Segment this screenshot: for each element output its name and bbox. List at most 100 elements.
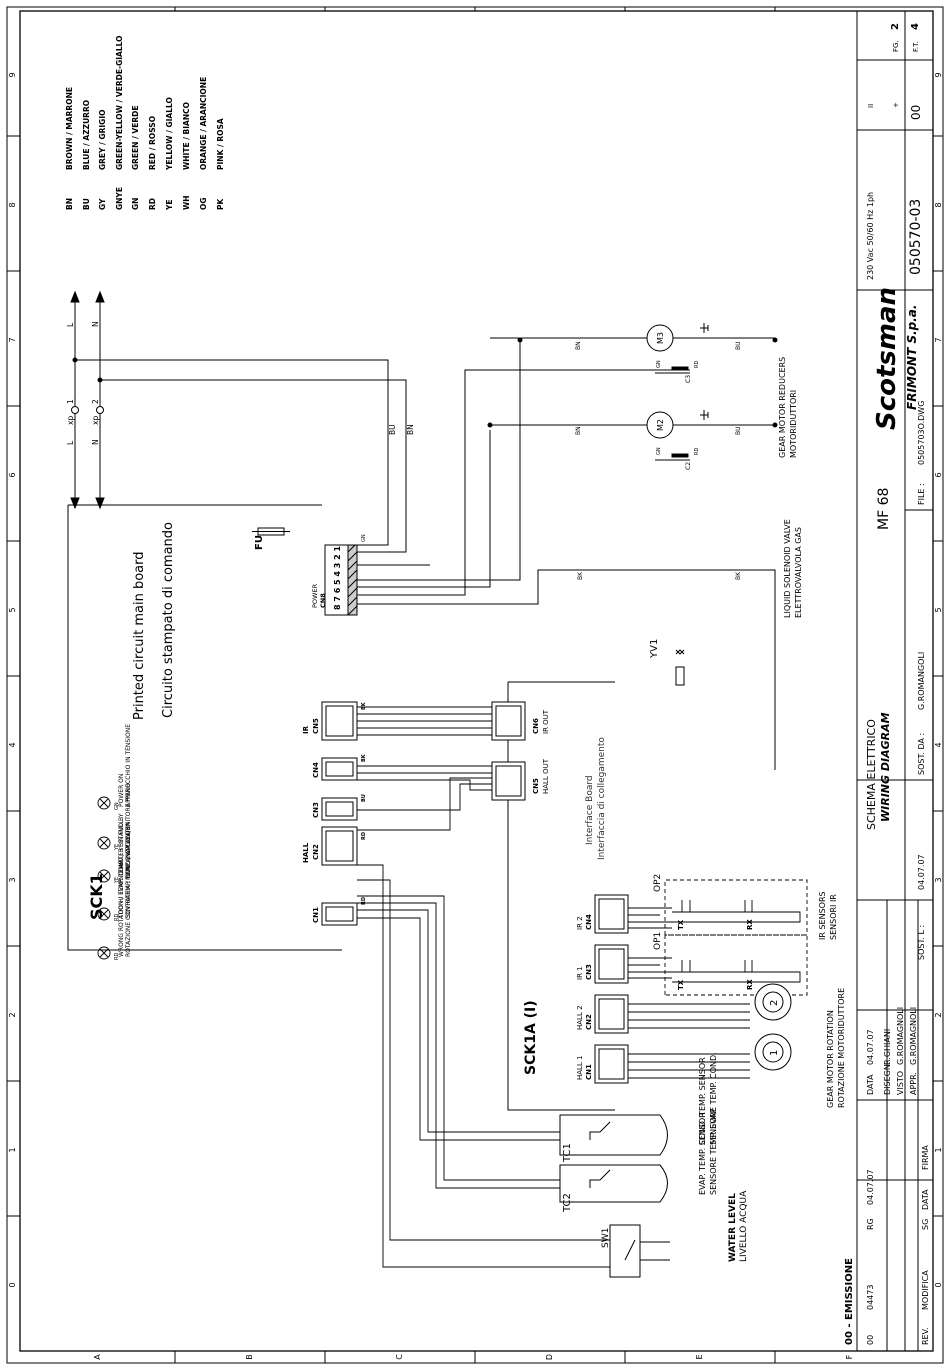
legend-code: YE bbox=[165, 199, 174, 211]
row-letter: F bbox=[845, 1354, 854, 1359]
led-text-en: WRONG ROTATION / EVAP. TEMP. bbox=[118, 859, 125, 957]
wire-code: RD bbox=[361, 832, 367, 840]
interface-board-ref: SCK1A (I) bbox=[523, 1000, 539, 1075]
frame-column-numbers: 0 1 2 3 4 5 6 7 8 9 0 1 2 3 4 5 6 7 8 9 bbox=[8, 72, 943, 1287]
title-it: SCHEMA ELETTRICO bbox=[865, 719, 878, 830]
cn3-if-label: IR 1 bbox=[576, 966, 584, 980]
col-number: 1 bbox=[934, 1147, 943, 1152]
xp-label: xp bbox=[66, 416, 75, 425]
gn-label: GN bbox=[656, 360, 662, 368]
cn5-if-label: HALL OUT bbox=[542, 758, 550, 794]
gear-rotation-title-it: ROTAZIONE MOTORIDUTTORE bbox=[837, 988, 846, 1108]
sost-da-label: SOST. DA : bbox=[917, 733, 926, 775]
tc2-label: TC2 bbox=[562, 1193, 573, 1213]
cn5-if: CN5 bbox=[532, 778, 540, 794]
sost-da-value: G.ROMANGOLI bbox=[917, 652, 926, 710]
firma-label: FIRMA bbox=[921, 1145, 930, 1170]
sensor-cables bbox=[628, 907, 750, 1079]
legend-text: PINK / ROSA bbox=[216, 118, 225, 170]
led-text-it: CONTENITORE PIENO bbox=[125, 783, 132, 847]
legend-text: GREEN / VERDE bbox=[131, 106, 140, 170]
fg-value: 2 bbox=[890, 23, 901, 30]
bu-label: BU bbox=[735, 426, 742, 435]
fg-label: FG. bbox=[892, 40, 900, 52]
supply-spec: 230 Vac 50/60 Hz 1ph bbox=[866, 192, 875, 280]
supply-L-right: L bbox=[66, 322, 75, 327]
cn8-wire: GN bbox=[361, 534, 367, 542]
op1-label: OP1 bbox=[653, 932, 663, 950]
cn3-main: CN3 bbox=[312, 802, 320, 818]
led-text-it: MANCANZA ACQUA bbox=[125, 821, 132, 880]
terminal-1: 1 bbox=[66, 399, 75, 404]
legend-text: ORANGE / ARANCIONE bbox=[199, 77, 208, 170]
temp-sensor-labels: TC1 TC2 COND. TEMP. SENSOR SENSORE TEMP.… bbox=[562, 1052, 718, 1213]
col-number: 3 bbox=[8, 877, 17, 882]
rx-label: RX bbox=[746, 979, 754, 990]
cn1-main: CN1 bbox=[312, 907, 320, 923]
interface-title-it: Interfaccia di collegamento bbox=[597, 737, 607, 860]
frame-grid-ticks bbox=[7, 7, 943, 1363]
led-code: YE bbox=[114, 844, 120, 851]
small-ii: II bbox=[867, 104, 875, 108]
supply-L: L bbox=[66, 440, 75, 445]
col-number: 1 bbox=[8, 1147, 17, 1152]
legend-code: OG bbox=[199, 197, 208, 210]
col-number: 6 bbox=[934, 472, 943, 477]
cn1-if: CN1 bbox=[585, 1064, 593, 1080]
interface-connector-labels: CN6 IR OUT CN5 HALL OUT IR 2 CN4 IR 1 CN… bbox=[532, 709, 593, 1080]
cn2-if-label: HALL 2 bbox=[576, 1005, 584, 1030]
visto-value: G.ROMAGNOLI bbox=[896, 1007, 905, 1065]
rev-date: 04.07.07 bbox=[866, 1169, 875, 1205]
tc1-it: SENSORE TEMP. COND. bbox=[709, 1052, 718, 1145]
sg-label: SG bbox=[921, 1219, 930, 1230]
company-logo: Scotsman bbox=[872, 287, 902, 430]
main-board-title-it: Circuito stampato di comando bbox=[161, 522, 176, 718]
wire-bn: BN bbox=[406, 424, 415, 435]
gear-motors bbox=[646, 323, 709, 461]
tc1-en: COND. TEMP. SENSOR bbox=[698, 1057, 707, 1145]
bu-label: BU bbox=[735, 341, 742, 350]
row-letter: D bbox=[545, 1354, 554, 1360]
col-number: 4 bbox=[934, 742, 943, 747]
interface-connectors bbox=[491, 701, 629, 1084]
wire-code: BK bbox=[361, 753, 367, 762]
legend-text: WHITE / BIANCO bbox=[182, 102, 191, 170]
main-connectors bbox=[321, 701, 358, 926]
valve-bk: BK bbox=[735, 571, 742, 580]
c2-label: C2 bbox=[685, 462, 692, 470]
rotation-sensor-1: 1 bbox=[769, 1050, 780, 1056]
led-text-it: SOVRATEMP. COND./ ATTESA 3° bbox=[125, 824, 132, 919]
rev-no-box: 00 bbox=[909, 105, 923, 120]
cn8-label: POWER bbox=[311, 583, 319, 608]
wire-code: RD bbox=[361, 897, 367, 905]
gear-rotation-title-en: GEAR MOTOR ROTATION bbox=[826, 1010, 835, 1108]
led-labels: GN POWER ON APPARECCHIO IN TENSIONE YE B… bbox=[114, 724, 132, 960]
col-number: 8 bbox=[934, 202, 943, 207]
data2-label: DATA bbox=[921, 1189, 930, 1210]
col-number: 2 bbox=[934, 1012, 943, 1017]
status-leds bbox=[97, 796, 111, 960]
m2-label: M2 bbox=[656, 419, 665, 431]
legend-code: RD bbox=[148, 198, 157, 210]
gn-label: GN bbox=[656, 447, 662, 455]
col-number: 7 bbox=[934, 337, 943, 342]
col-number: 6 bbox=[8, 472, 17, 477]
legend-code: GY bbox=[98, 198, 107, 210]
m3-label: M3 bbox=[656, 332, 665, 344]
visto-label: VISTO bbox=[896, 1071, 905, 1095]
fuse-fu bbox=[252, 527, 290, 536]
led-text-en: NO WATER bbox=[118, 848, 125, 880]
drawing-no: 050570-03 bbox=[908, 199, 924, 275]
bn-label: BN bbox=[575, 341, 582, 350]
motors-title-en: GEAR MOTOR REDUCERS bbox=[778, 357, 787, 458]
legend-text: BROWN / MARRONE bbox=[65, 87, 74, 170]
sost-l-label: SOST. L : bbox=[917, 925, 926, 960]
mains-labels: L N L N xp xp 1 2 BU BN bbox=[66, 321, 415, 445]
cn3-if: CN3 bbox=[585, 964, 593, 980]
xp-label: xp bbox=[91, 416, 100, 425]
disegn-label: DISEGN. bbox=[883, 1062, 892, 1095]
drawing-frame bbox=[6, 6, 944, 1364]
